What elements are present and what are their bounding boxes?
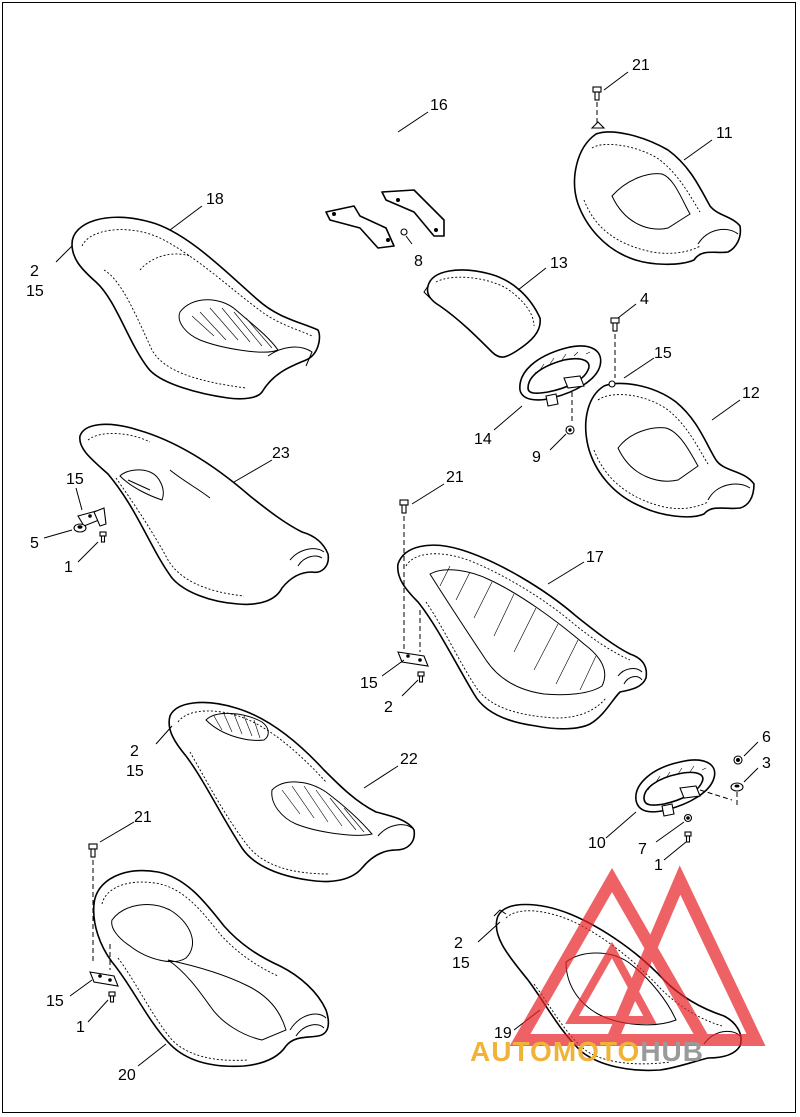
screw-4 <box>610 317 620 378</box>
callout-22: 22 <box>400 751 418 768</box>
seat-17-pleats <box>439 565 597 691</box>
callout-2: 2 <box>384 699 393 716</box>
callout-1: 1 <box>76 1019 85 1036</box>
screw-8 <box>400 228 413 245</box>
seat-18-pleats <box>191 307 273 349</box>
watermark-text: AUTOMOTOHUB <box>470 1036 704 1068</box>
callout-14: 14 <box>474 431 492 448</box>
callout-18: 18 <box>206 191 224 208</box>
watermark-logo-mark <box>509 865 766 1046</box>
callout-2: 2 <box>130 743 139 760</box>
screw-1-right <box>684 831 692 843</box>
callout-16: 16 <box>430 97 448 114</box>
callout-4: 4 <box>640 291 649 308</box>
callout-23: 23 <box>272 445 290 462</box>
callout-5: 5 <box>30 535 39 552</box>
callout-13: 13 <box>550 255 568 272</box>
callout-21: 21 <box>446 469 464 486</box>
callout-1: 1 <box>654 857 663 874</box>
callout-8: 8 <box>414 253 423 270</box>
seat-17 <box>396 544 648 730</box>
screw-21-bottom <box>88 843 111 970</box>
callout-6: 6 <box>762 729 771 746</box>
callout-2: 2 <box>30 263 39 280</box>
callout-21: 21 <box>632 57 650 74</box>
bracket-15-left <box>77 507 107 527</box>
bracket-15-center <box>397 651 429 667</box>
callout-21: 21 <box>134 809 152 826</box>
callout-15: 15 <box>46 993 64 1010</box>
callout-7: 7 <box>638 841 647 858</box>
screw-21-center <box>399 499 421 652</box>
nut-5 <box>73 523 87 533</box>
seat-22-rear-pleats <box>281 785 365 833</box>
callout-17: 17 <box>586 549 604 566</box>
seat-22 <box>168 701 416 883</box>
seat-18 <box>71 216 321 400</box>
callout-20: 20 <box>118 1067 136 1084</box>
nut-7 <box>683 813 693 823</box>
seat-11 <box>573 121 742 266</box>
watermark-part-a: AUTOMOTO <box>470 1036 641 1067</box>
screw-21-top <box>592 86 602 124</box>
screw-2-center <box>417 671 425 683</box>
nut-9 <box>565 392 575 435</box>
bracket-15-bottom <box>89 971 119 987</box>
washer-3 <box>699 782 744 806</box>
seat-23 <box>79 423 330 606</box>
pillion-13 <box>423 269 541 358</box>
strap-14 <box>519 345 602 407</box>
callout-15: 15 <box>126 763 144 780</box>
seat-12 <box>584 380 755 518</box>
callout-15: 15 <box>66 471 84 488</box>
screw-1-left <box>99 531 107 543</box>
strap-10 <box>635 759 716 817</box>
callout-15: 15 <box>360 675 378 692</box>
callout-9: 9 <box>532 449 541 466</box>
callout-10: 10 <box>588 835 606 852</box>
callout-19: 19 <box>494 1025 512 1042</box>
seat-22-front-pleats <box>213 713 261 739</box>
seat-20 <box>92 869 330 1068</box>
callout-12: 12 <box>742 385 760 402</box>
callout-2: 2 <box>454 935 463 952</box>
callout-15: 15 <box>654 345 672 362</box>
nut-6 <box>733 755 743 765</box>
watermark-part-b: HUB <box>640 1036 704 1067</box>
backrest-16 <box>325 116 445 249</box>
callout-15: 15 <box>26 283 44 300</box>
screw-1-bottom <box>108 991 116 1003</box>
callout-3: 3 <box>762 755 771 772</box>
callout-1: 1 <box>64 559 73 576</box>
callout-11: 11 <box>716 125 733 142</box>
callout-15: 15 <box>452 955 470 972</box>
